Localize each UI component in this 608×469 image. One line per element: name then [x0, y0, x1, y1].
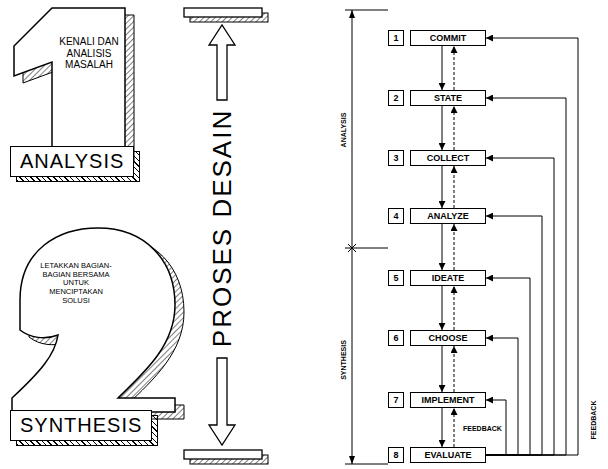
down-arrow — [209, 358, 235, 445]
phase-label: ANALYSIS — [340, 112, 347, 149]
bracket-arrow — [349, 456, 355, 464]
phase-bracket — [345, 10, 388, 464]
flow-arrow — [442, 166, 443, 208]
step-number-box: 4 — [388, 208, 404, 224]
process-box: IDEATE — [410, 270, 486, 286]
step-number-box: 6 — [388, 330, 404, 346]
step-name: IDEATE — [432, 273, 464, 283]
feedback-line — [486, 98, 566, 455]
numeral-shape — [14, 8, 125, 156]
return-arrow — [454, 408, 455, 447]
feedback-line — [486, 158, 554, 455]
cross-mark — [348, 244, 356, 252]
cross-mark — [348, 244, 356, 252]
plaque-title: ANALYSIS — [20, 150, 124, 173]
step-number: 3 — [393, 153, 398, 163]
step-number: 1 — [393, 33, 398, 43]
phase-label: SYNTHESIS — [340, 339, 347, 381]
step-number-box: 5 — [388, 270, 404, 286]
step-number-box: 3 — [388, 150, 404, 166]
numeral-shape — [12, 228, 175, 412]
figure-text: KENALI DAN ANALISIS MASALAH — [55, 36, 123, 71]
return-arrow — [454, 106, 455, 150]
step-number: 4 — [393, 211, 398, 221]
step-name: ANALYZE — [427, 211, 469, 221]
return-arrow — [454, 286, 455, 330]
step-number: 2 — [393, 93, 398, 103]
step-number-box: 2 — [388, 90, 404, 106]
bracket-tick — [345, 10, 388, 11]
flow-arrow — [442, 106, 443, 150]
flow-arrow — [442, 346, 443, 392]
return-arrow — [454, 46, 455, 90]
step-number: 7 — [393, 395, 398, 405]
flow-arrow — [442, 286, 443, 330]
up-arrow — [209, 25, 235, 100]
return-arrow — [454, 224, 455, 270]
process-bar — [184, 8, 262, 17]
step-name: IMPLEMENT — [422, 395, 475, 405]
flow-arrow — [442, 46, 443, 90]
bracket-line — [352, 10, 353, 464]
feedback-line — [486, 38, 578, 455]
step-number-box: 7 — [388, 392, 404, 408]
figure-text: LETAKKAN BAGIAN-BAGIAN BERSAMA UNTUK MEN… — [40, 262, 112, 305]
step-name: COLLECT — [427, 153, 470, 163]
step-name: CHOOSE — [428, 333, 467, 343]
process-box: IMPLEMENT — [410, 392, 486, 408]
step-name: COMMIT — [430, 33, 467, 43]
edge-label: FEEDBACK — [462, 424, 503, 431]
process-title: PROSES DESAIN — [209, 108, 235, 348]
numeral-outline — [8, 222, 188, 417]
numeral-outline — [8, 6, 158, 166]
feedback-line — [486, 216, 542, 455]
process-box: EVALUATE — [410, 447, 486, 463]
numeral-figure: LETAKKAN BAGIAN-BAGIAN BERSAMA UNTUK MEN… — [8, 222, 188, 417]
plaque-title: SYNTHESIS — [20, 414, 142, 437]
process-box: STATE — [410, 90, 486, 106]
process-box: COLLECT — [410, 150, 486, 166]
step-number-box: 1 — [388, 30, 404, 46]
return-arrow — [454, 166, 455, 208]
flow-arrow — [442, 224, 443, 270]
step-number: 6 — [393, 333, 398, 343]
process-box: ANALYZE — [410, 208, 486, 224]
return-arrow — [454, 346, 455, 392]
bracket-tick — [345, 464, 388, 465]
step-name: STATE — [434, 93, 462, 103]
bracket-arrow — [349, 10, 355, 18]
feedback-label: FEEDBACK — [590, 400, 597, 441]
flow-arrow — [442, 408, 443, 447]
process-bar — [184, 450, 262, 459]
numeral-figure: KENALI DAN ANALISIS MASALAH — [8, 6, 158, 166]
title-plaque: SYNTHESIS — [10, 410, 152, 441]
title-plaque: ANALYSIS — [10, 146, 134, 177]
step-number: 8 — [393, 450, 398, 460]
step-number-box: 8 — [388, 447, 404, 463]
process-box: COMMIT — [410, 30, 486, 46]
step-name: EVALUATE — [424, 450, 471, 460]
step-number: 5 — [393, 273, 398, 283]
feedback-line — [486, 338, 518, 455]
process-box: CHOOSE — [410, 330, 486, 346]
